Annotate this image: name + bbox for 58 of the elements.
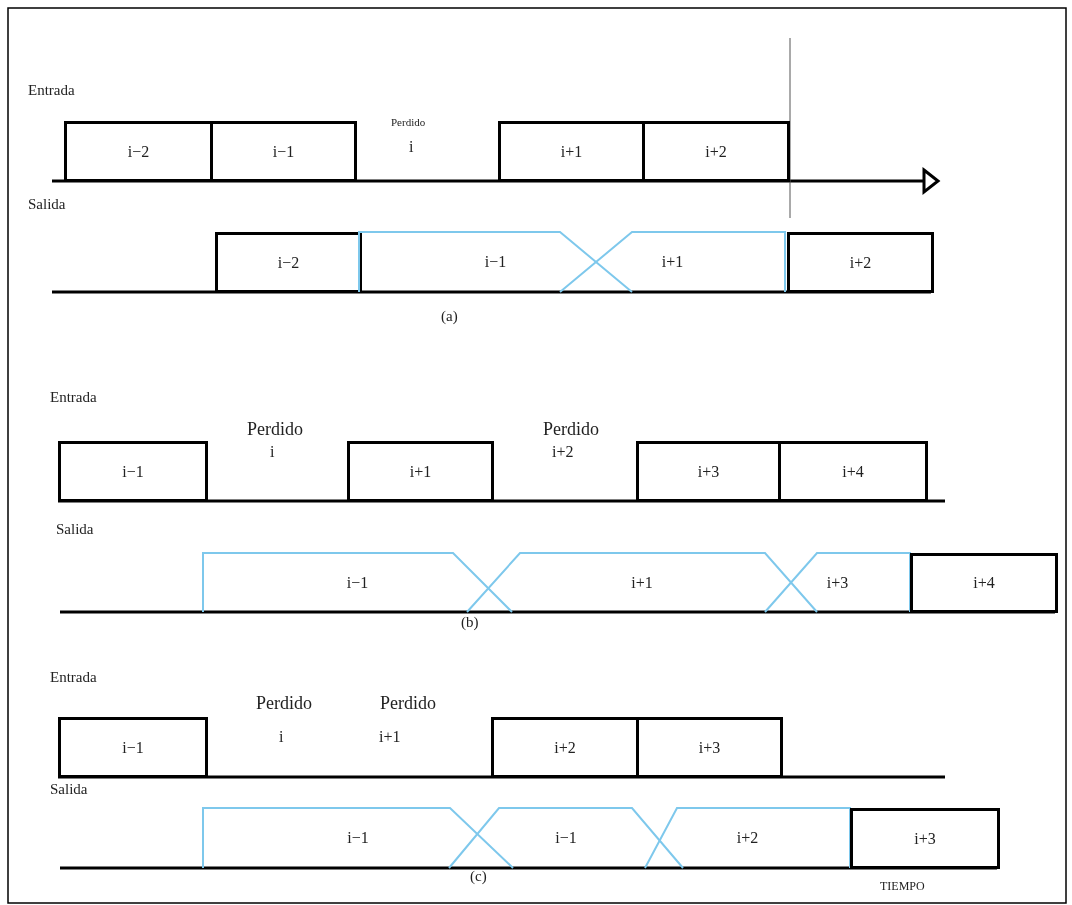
- packet-label: i+3: [826, 573, 849, 592]
- panel-caption: (c): [470, 868, 487, 885]
- packet-number: i+2: [552, 443, 574, 461]
- packet-label: i+4: [842, 462, 864, 481]
- packet-box: [58, 441, 208, 502]
- packet-label: i+3: [697, 462, 720, 481]
- packet-label: i−1: [346, 573, 369, 592]
- row-label: Entrada: [28, 82, 75, 99]
- panel-caption: (a): [441, 308, 458, 325]
- packet-label: i+2: [736, 829, 759, 847]
- packet-box: [787, 232, 934, 293]
- packet-box: [778, 441, 928, 502]
- lost-label: Perdido: [380, 693, 436, 714]
- packet-label: i+2: [705, 142, 727, 161]
- packet-label: i−1: [122, 462, 144, 481]
- packet-label: i+3: [914, 829, 936, 848]
- packet-box: [491, 717, 639, 778]
- packet-label: i−1: [347, 829, 369, 847]
- packet-box: [347, 441, 494, 502]
- row-label: Salida: [56, 521, 94, 538]
- packet-box: [910, 553, 1058, 613]
- packet-label: i+2: [849, 253, 872, 272]
- row-label: Salida: [28, 196, 66, 213]
- packet-label: i−1: [484, 253, 507, 271]
- packet-label: i−1: [272, 142, 295, 161]
- lost-label: Perdido: [543, 419, 599, 440]
- packet-box: [850, 808, 1000, 869]
- panel-caption: (b): [461, 614, 479, 631]
- row-label: Entrada: [50, 389, 97, 406]
- packet-label: i+1: [631, 573, 653, 592]
- packet-number: i: [279, 728, 284, 746]
- packet-box: [58, 717, 208, 778]
- packet-box: [636, 441, 781, 502]
- packet-label: i−1: [555, 829, 577, 847]
- row-label: Entrada: [50, 669, 97, 686]
- packet-label: i+3: [698, 738, 721, 757]
- packet-box: [210, 121, 357, 182]
- packet-box: [636, 717, 783, 778]
- packet-label: i+1: [661, 253, 684, 271]
- row-label: Salida: [50, 781, 88, 798]
- packet-box: [215, 232, 362, 293]
- packet-label: i−2: [127, 142, 150, 161]
- packet-box: [64, 121, 213, 182]
- packet-number: i: [409, 138, 414, 156]
- packet-label: i+4: [973, 574, 995, 592]
- axis-label: TIEMPO: [880, 879, 925, 894]
- lost-label: Perdido: [391, 116, 426, 128]
- packet-label: i+1: [560, 142, 583, 161]
- lost-label: Perdido: [256, 693, 312, 714]
- lost-label: Perdido: [247, 419, 303, 440]
- packet-label: i−1: [122, 738, 144, 757]
- packet-label: i+1: [409, 462, 432, 481]
- packet-label: i−2: [277, 253, 300, 272]
- packet-label: i+2: [554, 738, 576, 757]
- packet-box: [642, 121, 790, 182]
- packet-number: i: [270, 443, 275, 461]
- packet-number: i+1: [379, 728, 401, 746]
- packet-box: [498, 121, 645, 182]
